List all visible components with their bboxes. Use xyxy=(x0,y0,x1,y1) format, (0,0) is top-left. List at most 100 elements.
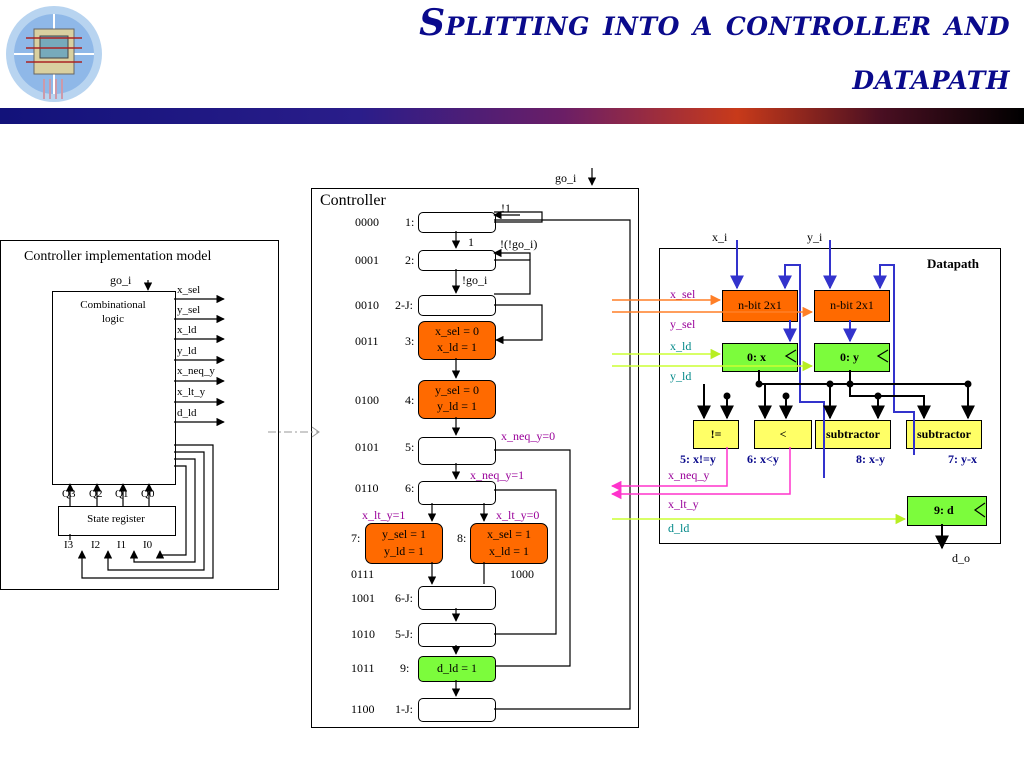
lt-comparator-label: < xyxy=(779,427,787,441)
state-code-0110: 0110 xyxy=(355,481,379,495)
state-6 xyxy=(418,481,496,505)
comb-logic-label: Combinational xyxy=(80,299,146,311)
transition-one: 1 xyxy=(468,235,474,249)
state-7-line1: y_sel = 1 xyxy=(381,527,427,541)
state-3 xyxy=(418,321,496,360)
q1-label: Q1 xyxy=(115,488,129,500)
i1-label: I1 xyxy=(117,539,127,551)
state-name-6: 6: xyxy=(405,481,415,495)
title-divider-bar xyxy=(0,108,1024,124)
datapath-heading: Datapath xyxy=(927,256,980,271)
state-7 xyxy=(365,523,443,564)
state-2j xyxy=(418,295,496,316)
state-code-1000: 1000 xyxy=(510,567,534,581)
state-name-8: 8: xyxy=(457,531,467,545)
state-code-0111: 0111 xyxy=(351,567,375,581)
state-code-0001: 0001 xyxy=(355,253,379,267)
signal-label-y-ld: y_ld xyxy=(670,369,692,383)
impl-go-label: go_i xyxy=(110,273,132,287)
signal-label-y-sel: y_sel xyxy=(670,317,696,331)
state-code-1100: 1100 xyxy=(351,702,375,716)
subtractor-y-label: subtractor xyxy=(917,427,971,441)
state-8-line1: x_sel = 1 xyxy=(486,527,532,541)
q3-label: Q3 xyxy=(62,488,76,500)
signal-label-x-lt-y: x_lt_y xyxy=(668,497,699,511)
state-8-line2: x_ld = 1 xyxy=(488,544,530,558)
state-3-line2: x_ld = 1 xyxy=(436,340,478,354)
state-1j xyxy=(418,698,496,722)
state-name-5: 5: xyxy=(405,440,415,454)
neq-comparator-label: != xyxy=(710,427,722,441)
state-4-line1: y_sel = 0 xyxy=(434,383,480,397)
datapath-output-d: d_o xyxy=(952,551,970,565)
page-title-line2: datapath xyxy=(852,56,1010,98)
signal-label-x-ld: x_ld xyxy=(670,339,692,353)
unit-label-y-minus-x: 7: y-x xyxy=(948,452,977,466)
transition-lt-true: x_lt_y=1 xyxy=(362,508,406,522)
mux-y xyxy=(814,290,890,322)
unit-label-lt: 6: x<y xyxy=(747,452,779,466)
impl-output-y-ld: y_ld xyxy=(177,345,197,357)
state-name-7: 7: xyxy=(351,531,361,545)
impl-output-d-ld: d_ld xyxy=(177,407,197,419)
state-code-0011: 0011 xyxy=(355,334,379,348)
transition-not-go: !go_i xyxy=(462,273,488,287)
comb-logic-label-2: logic xyxy=(102,313,124,325)
state-3-line1: x_sel = 0 xyxy=(434,324,480,338)
state-5j xyxy=(418,623,496,647)
unit-label-x-minus-y: 8: x-y xyxy=(856,452,885,466)
state-1 xyxy=(418,212,496,233)
controller-heading: Controller xyxy=(320,192,386,209)
transition-neq-true: x_neq_y=1 xyxy=(470,468,525,482)
transition-not-not-go: !(!go_i) xyxy=(500,237,538,251)
transition-not-one: !1 xyxy=(501,201,511,215)
controller-go-label: go_i xyxy=(555,171,577,185)
state-code-0100: 0100 xyxy=(355,393,379,407)
register-y-label: 0: y xyxy=(840,350,859,364)
state-2 xyxy=(418,250,496,271)
unit-label-neq: 5: x!=y xyxy=(680,452,716,466)
impl-output-x-neq-y: x_neq_y xyxy=(177,365,215,377)
page-title: Splitting into a controller and xyxy=(419,2,1010,44)
state-name-2: 2: xyxy=(405,253,415,267)
state-name-9: 9: xyxy=(400,661,410,675)
mux-y-label: n-bit 2x1 xyxy=(830,298,874,312)
state-code-1001: 1001 xyxy=(351,591,375,605)
i0-label: I0 xyxy=(143,539,153,551)
state-9-line1: d_ld = 1 xyxy=(436,661,478,675)
state-name-2j: 2-J: xyxy=(395,298,413,312)
subtractor-x-label: subtractor xyxy=(826,427,880,441)
subtractor-x-minus-y xyxy=(815,420,891,449)
state-register-label: State register xyxy=(87,513,145,525)
state-7-line2: y_ld = 1 xyxy=(383,544,425,558)
state-5 xyxy=(418,437,496,465)
state-code-0101: 0101 xyxy=(355,440,379,454)
datapath-input-x: x_i xyxy=(712,230,728,244)
state-code-0000: 0000 xyxy=(355,215,379,229)
signal-label-x-neq-y: x_neq_y xyxy=(668,468,710,482)
state-6j xyxy=(418,586,496,610)
chip-globe-logo xyxy=(6,6,102,102)
register-d xyxy=(907,496,987,526)
state-4 xyxy=(418,380,496,419)
state-name-5j: 5-J: xyxy=(395,627,413,641)
datapath-input-y: y_i xyxy=(807,230,823,244)
state-name-1: 1: xyxy=(405,215,415,229)
q0-label: Q0 xyxy=(141,488,155,500)
register-d-label: 9: d xyxy=(934,503,954,517)
i3-label: I3 xyxy=(64,539,74,551)
state-4-line2: y_ld = 1 xyxy=(436,399,478,413)
transition-neq-false: x_neq_y=0 xyxy=(501,429,556,443)
signal-label-d-ld: d_ld xyxy=(668,521,690,535)
q2-label: Q2 xyxy=(89,488,103,500)
subtractor-y-minus-x xyxy=(906,420,982,449)
transition-lt-false: x_lt_y=0 xyxy=(496,508,540,522)
impl-model-heading: Controller implementation model xyxy=(24,249,212,264)
state-code-0010: 0010 xyxy=(355,298,379,312)
register-x-label: 0: x xyxy=(747,350,766,364)
state-name-6j: 6-J: xyxy=(395,591,413,605)
state-name-1j: 1-J: xyxy=(395,702,413,716)
state-name-4: 4: xyxy=(405,393,415,407)
state-code-1011: 1011 xyxy=(351,661,375,675)
signal-label-x-sel: x_sel xyxy=(670,287,696,301)
